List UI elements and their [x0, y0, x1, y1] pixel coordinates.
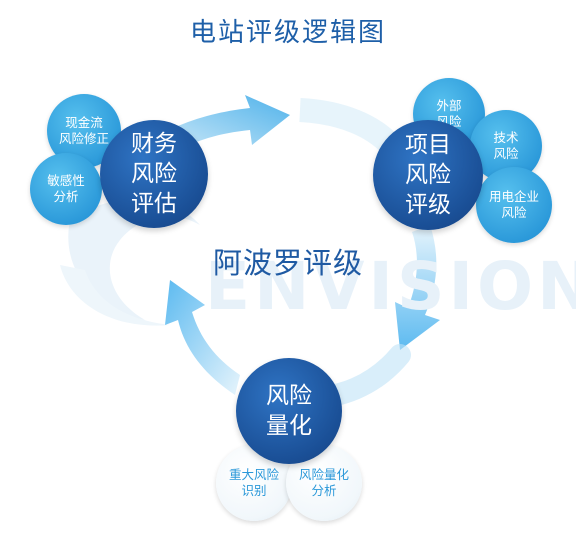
node-financial-risk: 财务 风险 评估	[100, 120, 208, 228]
cycle-arrows	[150, 95, 440, 410]
sub-node-enterprise: 用电企业 风险	[476, 167, 552, 243]
page-title: 电站评级逻辑图	[189, 18, 386, 48]
center-label: 阿波罗评级	[212, 246, 363, 280]
watermark-text: ENVISION	[205, 248, 576, 325]
node-risk-quantification: 风险 量化	[236, 358, 342, 464]
sub-node-sensitivity: 敏感性 分析	[30, 153, 102, 225]
node-project-risk: 项目 风险 评级	[373, 120, 483, 230]
